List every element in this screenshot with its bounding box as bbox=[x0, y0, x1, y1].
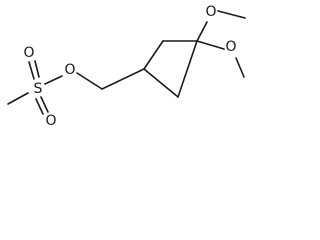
bond-sulfur-ester-oxygen bbox=[44, 75, 63, 85]
bond-ester-oxygen-methylene bbox=[76, 72, 103, 90]
bond-ring-right-bottom bbox=[177, 40, 198, 98]
methoxy-oxygen-upper-label: O bbox=[205, 4, 216, 20]
molecule-structure: S O O O O O bbox=[7, 4, 246, 129]
bond-ring-left-top bbox=[143, 40, 164, 70]
sulfonyl-oxygen-bottom-label: O bbox=[45, 113, 56, 129]
bond-sulfur-oxygen-top-a bbox=[28, 61, 35, 80]
sulfur-atom-label: S bbox=[34, 81, 43, 97]
methoxy-oxygen-lower-label: O bbox=[225, 39, 236, 55]
bond-sulfur-oxygen-bottom-b bbox=[40, 96, 49, 113]
bond-ring-methoxy-oxygen-lower bbox=[196, 40, 225, 50]
bond-methoxy-lower-methyl bbox=[235, 57, 245, 78]
bond-sulfur-oxygen-top-b bbox=[34, 60, 40, 78]
bond-methyl-sulfur bbox=[7, 92, 29, 105]
atom-labels: S O O O O O bbox=[23, 4, 236, 129]
ester-oxygen-label: O bbox=[64, 62, 75, 78]
bond-sulfur-oxygen-bottom-a bbox=[35, 98, 44, 115]
bonds bbox=[7, 10, 246, 115]
bond-methylene-ring bbox=[101, 68, 145, 90]
bond-methoxy-upper-methyl bbox=[217, 10, 246, 19]
bond-ring-methoxy-oxygen-upper bbox=[196, 21, 208, 42]
sulfonyl-oxygen-top-label: O bbox=[23, 45, 34, 61]
bond-ring-bottom-left bbox=[143, 68, 179, 98]
